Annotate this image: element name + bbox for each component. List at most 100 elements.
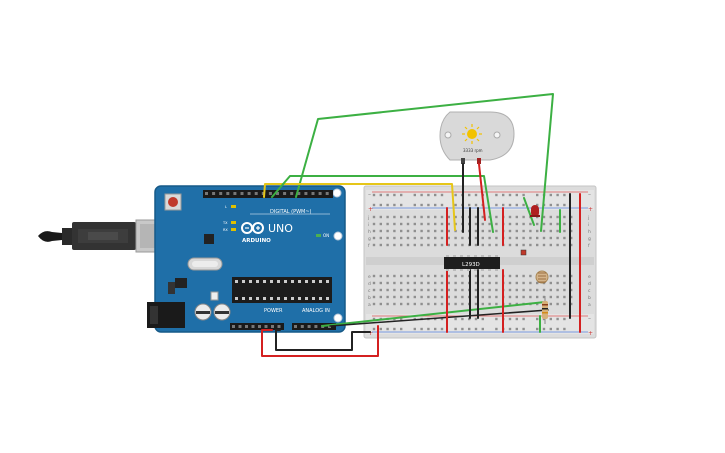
breadboard-hole[interactable] bbox=[515, 193, 518, 197]
breadboard-hole[interactable] bbox=[434, 236, 437, 240]
breadboard-hole[interactable] bbox=[427, 222, 430, 226]
breadboard-hole[interactable] bbox=[413, 274, 416, 278]
wires[interactable] bbox=[261, 93, 581, 357]
breadboard-hole[interactable] bbox=[440, 222, 444, 226]
breadboard-hole[interactable] bbox=[440, 243, 444, 247]
breadboard-hole[interactable] bbox=[508, 327, 512, 331]
breadboard-hole[interactable] bbox=[495, 215, 498, 219]
breadboard-hole[interactable] bbox=[427, 203, 430, 207]
breadboard-hole[interactable] bbox=[406, 236, 410, 240]
breadboard-hole[interactable] bbox=[413, 317, 416, 321]
breadboard-hole[interactable] bbox=[488, 281, 491, 285]
breadboard-hole[interactable] bbox=[570, 302, 573, 306]
breadboard-hole[interactable] bbox=[386, 327, 389, 331]
power-header[interactable] bbox=[230, 323, 284, 330]
breadboard-hole[interactable] bbox=[536, 288, 539, 292]
breadboard-hole[interactable] bbox=[461, 274, 464, 278]
header-pin[interactable] bbox=[258, 325, 261, 328]
breadboard-hole[interactable] bbox=[556, 203, 559, 207]
breadboard-hole[interactable] bbox=[440, 229, 444, 233]
breadboard-hole[interactable] bbox=[549, 203, 552, 207]
breadboard-hole[interactable] bbox=[406, 215, 410, 219]
header-pin[interactable] bbox=[325, 192, 329, 195]
breadboard-hole[interactable] bbox=[440, 317, 444, 321]
breadboard-hole[interactable] bbox=[529, 222, 532, 226]
header-pin[interactable] bbox=[290, 192, 294, 195]
breadboard-hole[interactable] bbox=[508, 302, 512, 306]
breadboard-hole[interactable] bbox=[379, 243, 382, 247]
breadboard-hole[interactable] bbox=[379, 236, 382, 240]
breadboard-hole[interactable] bbox=[474, 274, 478, 278]
breadboard-hole[interactable] bbox=[495, 203, 498, 207]
breadboard-hole[interactable] bbox=[536, 302, 539, 306]
header-pin[interactable] bbox=[251, 325, 255, 328]
breadboard-hole[interactable] bbox=[454, 203, 457, 207]
breadboard-hole[interactable] bbox=[508, 317, 512, 321]
breadboard-hole[interactable] bbox=[529, 281, 532, 285]
breadboard-hole[interactable] bbox=[515, 203, 518, 207]
header-pin[interactable] bbox=[232, 325, 235, 328]
breadboard-hole[interactable] bbox=[379, 193, 382, 197]
breadboard-hole[interactable] bbox=[393, 295, 396, 299]
breadboard-hole[interactable] bbox=[406, 295, 410, 299]
breadboard-hole[interactable] bbox=[400, 215, 403, 219]
breadboard-hole[interactable] bbox=[434, 327, 437, 331]
breadboard-hole[interactable] bbox=[427, 193, 430, 197]
l293d-chip[interactable]: L293D bbox=[444, 255, 500, 271]
wire-motor-red[interactable] bbox=[478, 163, 486, 221]
breadboard-hole[interactable] bbox=[549, 317, 552, 321]
breadboard-hole[interactable] bbox=[495, 281, 498, 285]
header-pin[interactable] bbox=[294, 325, 297, 328]
breadboard-hole[interactable] bbox=[372, 236, 376, 240]
breadboard-hole[interactable] bbox=[563, 317, 566, 321]
breadboard-hole[interactable] bbox=[549, 222, 552, 226]
header-pin[interactable] bbox=[238, 325, 242, 328]
breadboard-hole[interactable] bbox=[440, 193, 444, 197]
breadboard-hole[interactable] bbox=[379, 281, 382, 285]
breadboard-hole[interactable] bbox=[454, 317, 457, 321]
breadboard-hole[interactable] bbox=[529, 288, 532, 292]
breadboard-hole[interactable] bbox=[549, 288, 552, 292]
breadboard-hole[interactable] bbox=[427, 243, 430, 247]
breadboard-hole[interactable] bbox=[556, 236, 559, 240]
breadboard-hole[interactable] bbox=[481, 327, 484, 331]
breadboard-hole[interactable] bbox=[386, 193, 389, 197]
breadboard-hole[interactable] bbox=[508, 193, 512, 197]
breadboard-hole[interactable] bbox=[468, 193, 471, 197]
breadboard-hole[interactable] bbox=[372, 203, 376, 207]
breadboard-hole[interactable] bbox=[542, 222, 546, 226]
breadboard-hole[interactable] bbox=[393, 302, 396, 306]
header-pin[interactable] bbox=[314, 325, 318, 328]
breadboard-hole[interactable] bbox=[522, 243, 525, 247]
breadboard-hole[interactable] bbox=[386, 288, 389, 292]
breadboard-hole[interactable] bbox=[413, 222, 416, 226]
breadboard-hole[interactable] bbox=[393, 236, 396, 240]
breadboard-hole[interactable] bbox=[536, 203, 539, 207]
breadboard-hole[interactable] bbox=[454, 229, 457, 233]
breadboard-hole[interactable] bbox=[549, 327, 552, 331]
header-pin[interactable] bbox=[245, 325, 248, 328]
breadboard-hole[interactable] bbox=[427, 281, 430, 285]
wire-green-analog[interactable] bbox=[321, 301, 546, 327]
arduino-board[interactable]: DIGITAL (PWM~) UNO ARDUINO TX RX L ON bbox=[147, 185, 346, 333]
breadboard-hole[interactable] bbox=[379, 302, 382, 306]
breadboard-hole[interactable] bbox=[440, 203, 444, 207]
wire-black-analog[interactable] bbox=[329, 309, 549, 327]
breadboard-hole[interactable] bbox=[393, 193, 396, 197]
breadboard-hole[interactable] bbox=[454, 281, 457, 285]
breadboard-hole[interactable] bbox=[549, 274, 552, 278]
breadboard-hole[interactable] bbox=[563, 236, 566, 240]
breadboard-hole[interactable] bbox=[474, 317, 478, 321]
breadboard-hole[interactable] bbox=[413, 295, 416, 299]
breadboard-hole[interactable] bbox=[447, 295, 450, 299]
breadboard-hole[interactable] bbox=[508, 243, 512, 247]
header-pin[interactable] bbox=[276, 192, 279, 195]
breadboard-hole[interactable] bbox=[413, 288, 416, 292]
breadboard-hole[interactable] bbox=[468, 317, 471, 321]
breadboard-hole[interactable] bbox=[400, 274, 403, 278]
header-pin[interactable] bbox=[205, 192, 208, 195]
breadboard-hole[interactable] bbox=[508, 215, 512, 219]
header-pin[interactable] bbox=[212, 192, 216, 195]
breadboard-hole[interactable] bbox=[420, 215, 423, 219]
breadboard-hole[interactable] bbox=[549, 281, 552, 285]
